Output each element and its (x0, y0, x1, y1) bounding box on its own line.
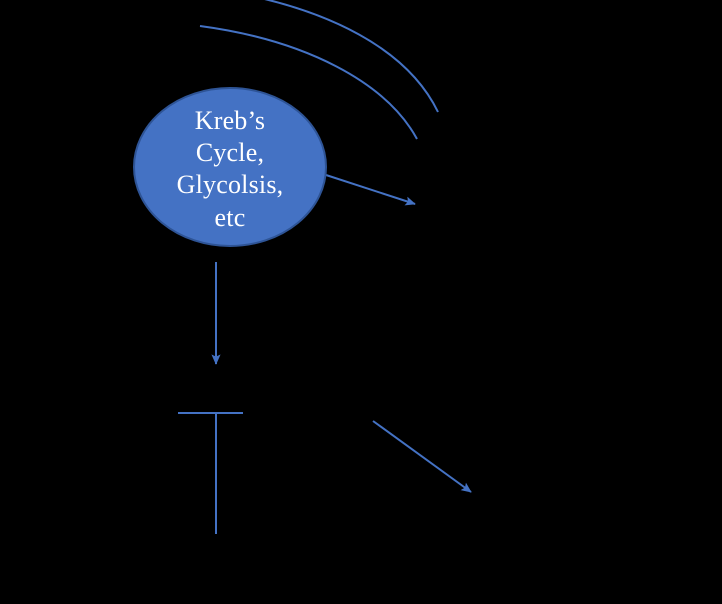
metabolism-node-line-3: Glycolsis, (177, 170, 284, 199)
node-to-upper-right-arrow (325, 174, 416, 206)
metabolism-node-line-1: Kreb’s (195, 106, 266, 135)
lower-right-diagonal-arrow (372, 420, 472, 493)
feedback-arc-outer (263, 0, 439, 113)
metabolism-node-line-2: Cycle, (196, 138, 264, 167)
metabolism-node-ellipse[interactable] (133, 87, 327, 247)
metabolism-node-line-4: etc (215, 203, 246, 232)
inhibition-bar-connector (178, 412, 243, 534)
feedback-arc-inner (199, 25, 418, 140)
metabolism-node[interactable]: Kreb’s Cycle, Glycolsis, etc (133, 87, 327, 247)
